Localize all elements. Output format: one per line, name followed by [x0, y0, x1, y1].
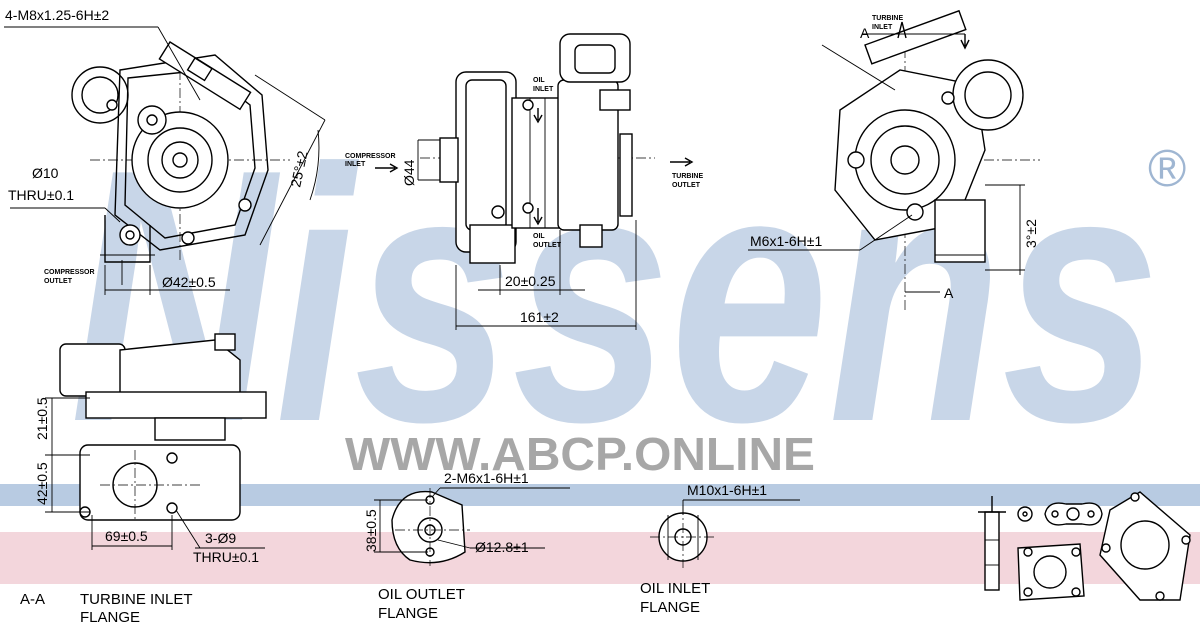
label-thread-2m6: 2-M6x1-6H±1 — [444, 470, 529, 486]
label-turbine-inlet-1: TURBINE — [872, 15, 903, 22]
caption-oil-inlet-2: FLANGE — [640, 599, 700, 616]
label-oil-inlet-2: INLET — [533, 86, 554, 93]
captions: A-A TURBINE INLET FLANGE OIL OUTLET FLAN… — [20, 580, 710, 626]
view-oil-outlet-flange: 2-M6x1-6H±1 38±0.5 Ø12.8±1 — [363, 470, 570, 566]
label-oil-outlet-2: OUTLET — [533, 242, 562, 249]
label-turbine-inlet-2: INLET — [872, 24, 893, 31]
label-thread-m6: M6x1-6H±1 — [750, 233, 822, 249]
label-dia-12-8: Ø12.8±1 — [475, 539, 529, 555]
label-angle-3: 3°±2 — [1023, 219, 1039, 248]
label-thru-2: THRU±0.1 — [193, 549, 259, 565]
view-section-aa: 21±0.5 42±0.5 69±0.5 3-Ø9 THRU±0.1 — [34, 333, 267, 565]
label-dim-20: 20±0.25 — [505, 273, 556, 289]
label-compressor-inlet-2: INLET — [345, 161, 366, 168]
label-dia10: Ø10 — [32, 165, 59, 181]
registered-mark: ® — [1148, 140, 1186, 198]
watermark-website: WWW.ABCP.ONLINE — [345, 428, 815, 480]
label-oil-outlet-1: OIL — [533, 233, 545, 240]
view-turbine-side: TURBINE INLET A A M6x1-6H±1 3°±2 — [748, 9, 1040, 310]
label-compressor-outlet-1: COMPRESSOR — [44, 269, 95, 276]
view-side-elevation: COMPRESSOR INLET Ø44 OIL INLET OIL OUTLE… — [345, 33, 703, 330]
caption-oil-outlet-2: FLANGE — [378, 605, 438, 622]
label-holes-3d9: 3-Ø9 — [205, 530, 236, 546]
label-angle-25: 25°±2 — [287, 149, 310, 188]
watermark-band-pink — [0, 532, 1200, 584]
label-section-a-top: A — [860, 25, 870, 41]
label-thru-1: THRU±0.1 — [8, 187, 74, 203]
label-oil-inlet-1: OIL — [533, 77, 545, 84]
caption-oil-outlet-1: OIL OUTLET — [378, 586, 465, 603]
label-dia44: Ø44 — [401, 159, 417, 186]
label-turbine-outlet-1: TURBINE — [672, 173, 703, 180]
label-compressor-outlet-2: OUTLET — [44, 278, 73, 285]
label-section-a-bottom: A — [944, 285, 954, 301]
view-oil-inlet-flange: M10x1-6H±1 — [650, 482, 800, 568]
label-turbine-outlet-2: OUTLET — [672, 182, 701, 189]
label-dim-69: 69±0.5 — [105, 528, 148, 544]
caption-turbine-inlet-1: TURBINE INLET — [80, 591, 193, 608]
caption-aa: A-A — [20, 591, 45, 608]
view-compressor-side: 4-M8x1.25-6H±2 25°±2 Ø10 THRU±0.1 COMPRE… — [4, 7, 326, 295]
watermark-band-blue — [0, 484, 1200, 506]
label-thread-4m8: 4-M8x1.25-6H±2 — [5, 7, 109, 23]
label-dim-38: 38±0.5 — [363, 509, 379, 552]
gasket-kit — [978, 491, 1191, 601]
label-thread-m10: M10x1-6H±1 — [687, 482, 767, 498]
label-dia42: Ø42±0.5 — [162, 274, 216, 290]
label-dim-42: 42±0.5 — [34, 462, 50, 505]
label-dim-161: 161±2 — [520, 309, 559, 325]
caption-turbine-inlet-2: FLANGE — [80, 609, 140, 626]
label-compressor-inlet-1: COMPRESSOR — [345, 153, 396, 160]
caption-oil-inlet-1: OIL INLET — [640, 580, 710, 597]
label-dim-21: 21±0.5 — [34, 397, 50, 440]
